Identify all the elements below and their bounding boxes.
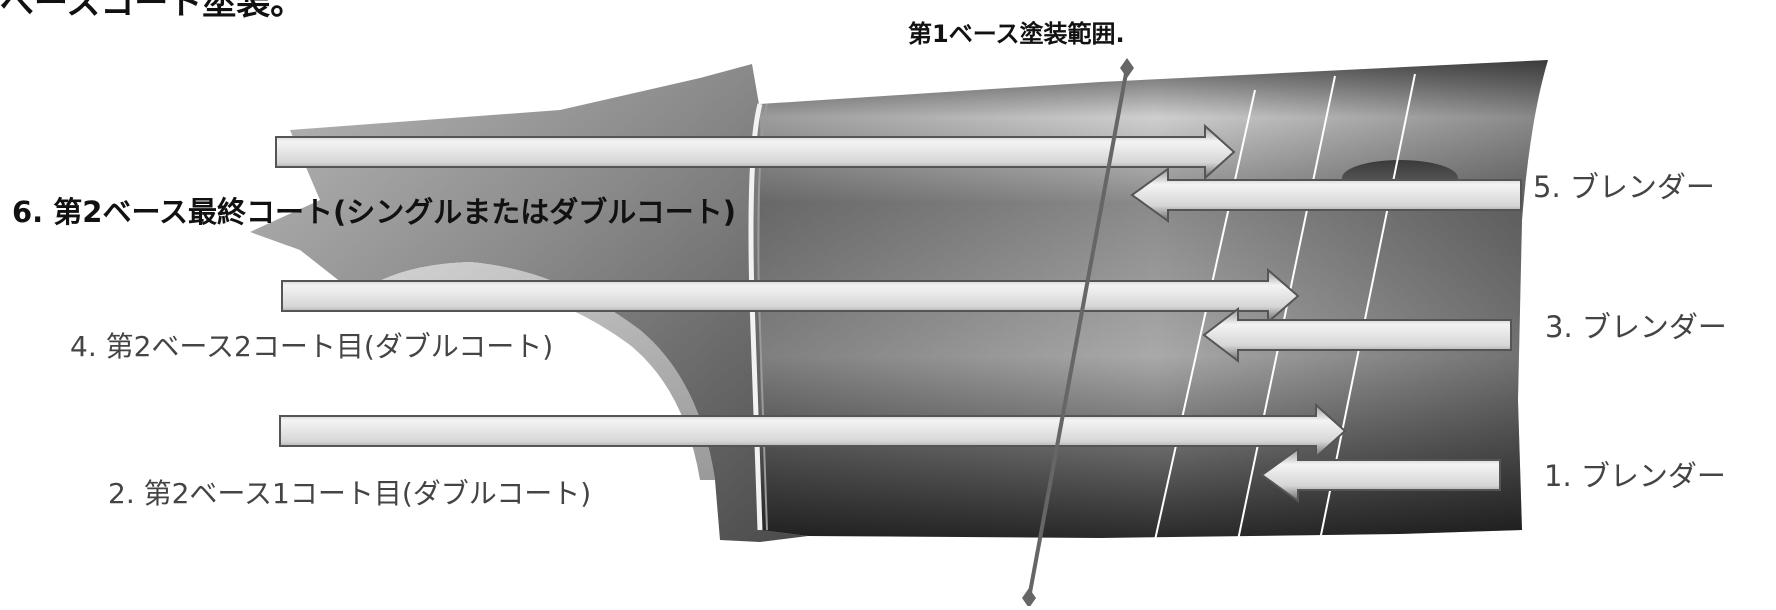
blender-label-3: 3. ブレンダー <box>1545 310 1727 344</box>
coat-arrow-4 <box>281 267 1300 325</box>
blender-arrow-5 <box>1130 167 1522 223</box>
fender-front-section <box>250 64 808 542</box>
blender-arrow-1 <box>1260 447 1501 503</box>
blender-label-5: 5. ブレンダー <box>1533 170 1715 204</box>
coat-arrow-2 <box>279 402 1347 460</box>
coat-label-4: 4. 第2ベース2コート目(ダブルコート) <box>70 330 554 363</box>
first-base-range-label: 第1ベース塗装範囲. <box>908 20 1125 48</box>
coat-label-6: 6. 第2ベース最終コート(シングルまたはダブルコート) <box>12 195 736 229</box>
coat-label-2: 2. 第2ベース1コート目(ダブルコート) <box>108 477 592 510</box>
first-base-range-pointer <box>1022 58 1134 608</box>
coat-arrow-6 <box>275 123 1236 181</box>
diagram-title: べースコート塗装。 <box>0 0 305 23</box>
blender-label-1: 1. ブレンダー <box>1544 459 1726 493</box>
blender-arrow-3 <box>1202 306 1512 364</box>
